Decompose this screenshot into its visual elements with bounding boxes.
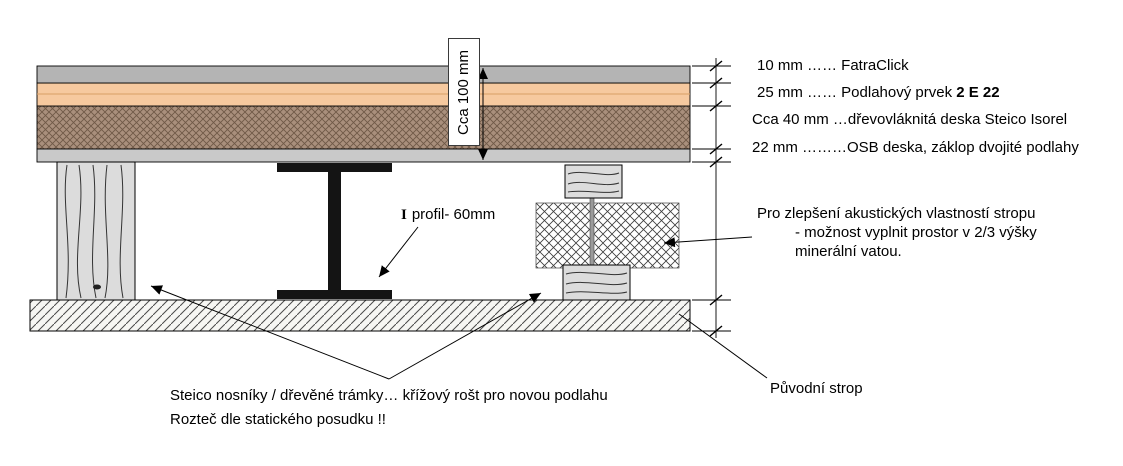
i-beam-web [328, 172, 341, 290]
wood-grain-line [567, 171, 620, 176]
acoustic-note-line1: Pro zlepšení akustických vlastností stro… [757, 205, 1036, 222]
tick-mark [709, 60, 723, 72]
layer-label-floor-element: 25 mm …… Podlahový prvek 2 E 22 [757, 84, 1000, 102]
arrow-joists-left [150, 285, 390, 380]
joists-note-line2: Rozteč dle statického posudku !! [170, 411, 386, 428]
wood-grain-left-post [64, 164, 124, 299]
thickness-dimension-box: Cca 100 mm [448, 38, 480, 146]
i-profile-label-prefix: I [401, 207, 407, 223]
acoustic-note-line3: minerální vatou. [795, 243, 902, 260]
layer-label-fatraclick: 10 mm …… FatraClick [757, 57, 909, 74]
wood-grain-line [92, 164, 97, 299]
wood-grain-line [119, 164, 124, 299]
leader-original-ceiling [678, 313, 768, 379]
mineral-wool [535, 202, 680, 269]
wood-grain-line [104, 164, 109, 299]
wood-grain-line [565, 281, 628, 286]
wood-grain-line [64, 164, 69, 299]
wood-grain-line [565, 291, 628, 294]
acoustic-note-line2: - možnost vyplnit prostor v 2/3 výšky [795, 224, 1037, 241]
layer-label-floor-element-text: 25 mm …… Podlahový prvek [757, 84, 957, 101]
joists-note-line1: Steico nosníky / dřevěné trámky… křížový… [170, 387, 608, 404]
wood-post-left [56, 161, 136, 301]
original-ceiling-slab [29, 299, 691, 332]
arrow-i-profile [378, 226, 419, 278]
tick-mark [709, 143, 723, 155]
acoustic-note: Pro zlepšení akustických vlastností stro… [757, 204, 1037, 261]
layer-fiberboard-steico-isorel [36, 105, 691, 150]
layer-osb [36, 148, 691, 163]
layer-fatraclick [36, 65, 691, 84]
tick-mark [709, 325, 723, 337]
tick-mark [709, 77, 723, 89]
tick-mark [709, 100, 723, 112]
dimension-ticks [709, 60, 723, 337]
wood-grain-top-flange [567, 171, 620, 193]
arrow-mineral-wool [663, 236, 753, 248]
tick-mark [709, 294, 723, 306]
layer-label-fiberboard: Cca 40 mm …dřevovláknitá deska Steico Is… [752, 111, 1068, 128]
wood-knot [93, 284, 101, 290]
tick-mark [709, 156, 723, 168]
thickness-dimension-label: Cca 100 mm [455, 49, 473, 135]
wood-grain-line [567, 190, 620, 193]
arrow-joists-right [388, 292, 542, 380]
wood-grain-line [76, 164, 82, 299]
original-ceiling-label: Původní strop [770, 380, 863, 397]
wood-grain-line [567, 181, 620, 186]
i-beam-bottom-flange [277, 290, 392, 299]
steico-joist-web [589, 197, 595, 267]
wood-grain-line [565, 271, 628, 276]
i-beam-top-flange [277, 163, 392, 172]
layer-label-osb: 22 mm ………OSB deska, záklop dvojité podla… [752, 139, 1079, 156]
dimension-chain [692, 58, 731, 338]
wood-grain-bottom-flange [565, 271, 628, 294]
layer-label-floor-element-type: 2 E 22 [956, 84, 1000, 101]
steico-joist-top-flange [564, 164, 623, 199]
i-profile-label-text: profil- 60mm [411, 206, 496, 223]
